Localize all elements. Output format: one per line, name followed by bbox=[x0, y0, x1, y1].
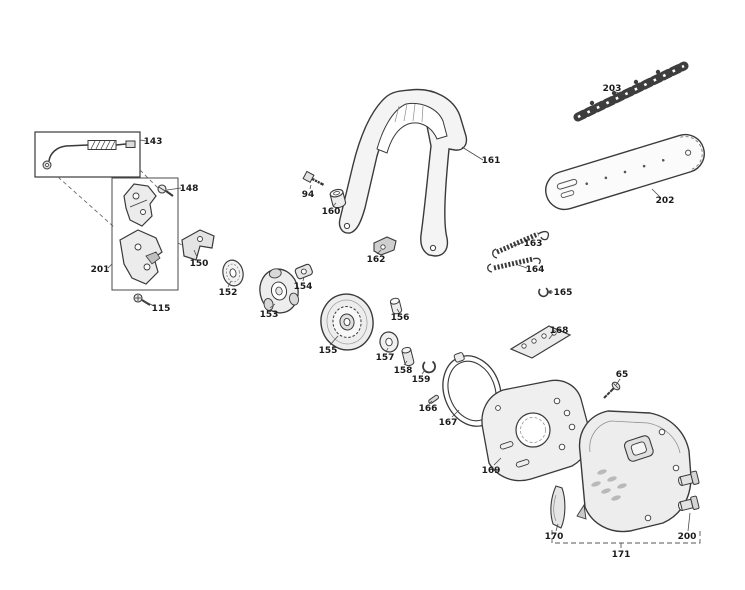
part-94-screw bbox=[302, 170, 325, 186]
label-65: 65 bbox=[616, 370, 629, 380]
label-115: 115 bbox=[152, 304, 171, 314]
label-171: 171 bbox=[612, 550, 631, 560]
label-169: 169 bbox=[482, 466, 501, 476]
chain-tooth bbox=[633, 79, 639, 85]
arrowhead-165 bbox=[546, 289, 552, 295]
label-168: 168 bbox=[550, 326, 569, 336]
part-156-roller bbox=[389, 297, 403, 315]
part-158-spacer bbox=[401, 346, 415, 367]
tension-knob bbox=[623, 435, 654, 462]
label-161: 161 bbox=[482, 156, 501, 166]
part-148-screw bbox=[157, 184, 174, 197]
part-203-saw-chain bbox=[573, 61, 689, 122]
part-outer-cover bbox=[576, 410, 692, 533]
part-150-bracket bbox=[181, 229, 215, 261]
part-162-clamp bbox=[373, 236, 397, 256]
label-152: 152 bbox=[219, 288, 238, 298]
label-203: 203 bbox=[603, 84, 622, 94]
chain-tooth bbox=[655, 69, 661, 75]
label-160: 160 bbox=[322, 207, 341, 217]
label-165: 165 bbox=[554, 288, 573, 298]
label-159: 159 bbox=[412, 375, 431, 385]
label-158: 158 bbox=[394, 366, 413, 376]
part-170-lever bbox=[550, 485, 566, 529]
part-200-bolts bbox=[678, 470, 700, 512]
part-153-clutch bbox=[259, 268, 300, 314]
part-166-pin bbox=[428, 394, 439, 404]
leader-lines bbox=[107, 91, 691, 532]
part-161-front-handle-guard bbox=[338, 88, 468, 257]
detail-connector-lines bbox=[57, 169, 185, 247]
label-155: 155 bbox=[319, 346, 338, 356]
label-156: 156 bbox=[391, 313, 410, 323]
chain-tooth bbox=[589, 100, 595, 106]
chain-tooth bbox=[611, 90, 617, 96]
part-168-plate bbox=[509, 325, 572, 359]
label-201: 201 bbox=[91, 265, 110, 275]
lower-bracket bbox=[119, 229, 163, 285]
label-143: 143 bbox=[144, 137, 163, 147]
label-153: 153 bbox=[260, 310, 279, 320]
label-163: 163 bbox=[524, 239, 543, 249]
part-202-guide-bar bbox=[545, 133, 705, 211]
label-170: 170 bbox=[545, 532, 564, 542]
label-157: 157 bbox=[376, 353, 395, 363]
upper-bracket bbox=[123, 183, 157, 227]
part-152-washer bbox=[222, 259, 244, 287]
label-202: 202 bbox=[656, 196, 675, 206]
label-166: 166 bbox=[419, 404, 438, 414]
label-200: 200 bbox=[678, 532, 697, 542]
part-160-bushing bbox=[329, 188, 347, 209]
part-labels: 143 148 201 150 115 152 153 154 155 156 … bbox=[91, 84, 697, 560]
part-157-washer bbox=[379, 331, 399, 353]
part-164-spring bbox=[487, 256, 541, 273]
label-167: 167 bbox=[439, 418, 458, 428]
label-150: 150 bbox=[190, 259, 209, 269]
part-65-screw bbox=[603, 381, 621, 399]
label-154: 154 bbox=[294, 282, 313, 292]
detail-box-143 bbox=[34, 131, 141, 178]
assembly-group-201 bbox=[111, 177, 179, 291]
label-94: 94 bbox=[302, 190, 315, 200]
chain-catcher bbox=[576, 503, 587, 520]
label-162: 162 bbox=[367, 255, 386, 265]
part-169-inner-cover bbox=[481, 379, 591, 482]
label-164: 164 bbox=[526, 265, 545, 275]
part-163-spring bbox=[492, 230, 550, 259]
part-159-e-clip bbox=[422, 360, 436, 374]
part-154-pawl bbox=[294, 263, 313, 280]
part-155-clutch-drum bbox=[320, 293, 374, 351]
assembly-bracket-171 bbox=[551, 530, 701, 548]
vent-slots bbox=[591, 469, 627, 501]
part-115-screw bbox=[133, 293, 151, 306]
cable-end-fitting bbox=[125, 140, 136, 148]
label-148: 148 bbox=[180, 184, 199, 194]
part-165-e-clip bbox=[538, 287, 549, 298]
